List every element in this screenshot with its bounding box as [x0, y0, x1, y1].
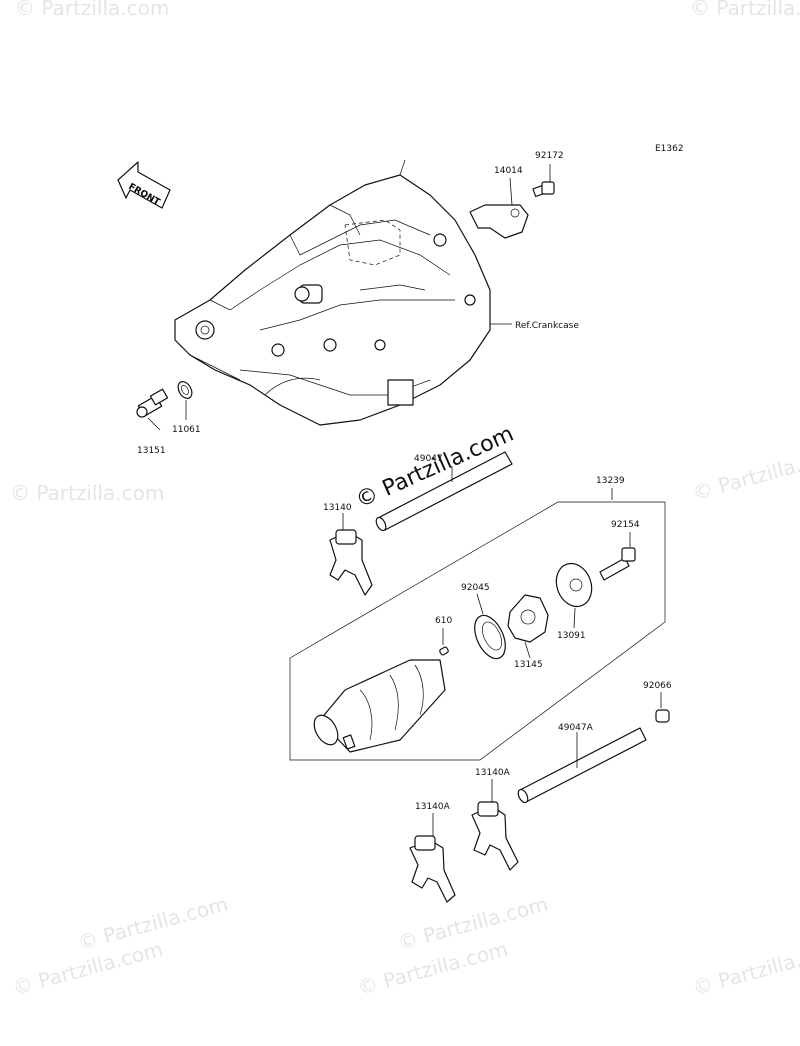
part-13140-fork — [329, 529, 373, 596]
part-13091-plate — [555, 562, 593, 608]
part-92154-bolt — [599, 547, 636, 581]
label-ref-crankcase: Ref.Crankcase — [515, 321, 579, 331]
label-13145: 13145 — [514, 660, 543, 670]
watermark-faint-right: © Partzilla.com — [690, 442, 800, 505]
label-92172: 92172 — [535, 151, 564, 161]
crankcase-illustration — [174, 159, 491, 426]
part-13140A-fork-right — [471, 801, 519, 871]
part-13140A-fork-left — [409, 835, 456, 903]
part-92045-bearing — [474, 614, 506, 660]
part-92066-cap — [655, 709, 670, 723]
label-11061: 11061 — [172, 425, 201, 435]
label-92154: 92154 — [611, 520, 640, 530]
label-14014: 14014 — [494, 166, 523, 176]
label-13239: 13239 — [596, 476, 625, 486]
label-13091: 13091 — [557, 631, 586, 641]
watermark-faint-top-right: © Partzilla.com — [690, 0, 800, 20]
label-13140: 13140 — [323, 503, 352, 513]
label-610: 610 — [435, 616, 452, 626]
part-13151-switch — [136, 388, 169, 418]
label-49047: 49047 — [414, 454, 443, 464]
assembly-13239-outline — [289, 501, 666, 761]
part-labels: 92172 14014 Ref.Crankcase 13151 11061 49… — [137, 151, 672, 812]
label-49047A: 49047A — [558, 723, 594, 733]
part-49047A-shaft — [517, 727, 647, 804]
label-13140A-left: 13140A — [415, 802, 451, 812]
part-14014-plate — [469, 204, 529, 239]
watermark-faint-top-left: © Partzilla.com — [15, 0, 169, 20]
label-13140A-right: 13140A — [475, 768, 511, 778]
part-610-pin — [439, 646, 449, 656]
watermark-faint-bottom-right: © Partzilla.com — [690, 937, 800, 1000]
label-92045: 92045 — [461, 583, 490, 593]
part-13145-cam — [507, 594, 549, 643]
part-shift-drum — [313, 659, 446, 753]
watermark-faint-left: © Partzilla.com — [10, 481, 164, 505]
part-49047-shaft — [375, 451, 513, 532]
part-11061-washer — [177, 381, 193, 399]
label-92066: 92066 — [643, 681, 672, 691]
part-92172-bolt — [532, 181, 555, 198]
leader-lines — [147, 164, 662, 836]
front-arrow-icon: FRONT — [117, 161, 171, 209]
diagram-code-label: E1362 — [655, 144, 684, 154]
label-13151: 13151 — [137, 446, 166, 456]
